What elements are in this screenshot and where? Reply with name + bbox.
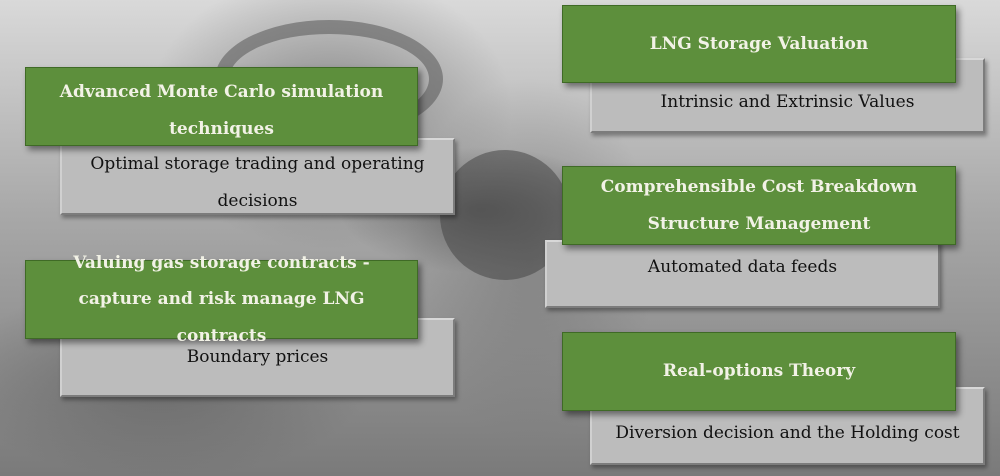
- feature-title-cost-breakdown: Comprehensible Cost Breakdown Structure …: [562, 166, 956, 245]
- feature-title-real-options: Real-options Theory: [562, 332, 956, 411]
- feature-title-monte-carlo: Advanced Monte Carlo simulation techniqu…: [25, 67, 418, 146]
- feature-detail-monte-carlo: Optimal storage trading and operating de…: [60, 138, 455, 215]
- feature-detail-cost-breakdown: Automated data feeds: [545, 240, 940, 308]
- feature-title-lng-storage-valuation: LNG Storage Valuation: [562, 5, 956, 83]
- feature-title-gas-storage-contracts: Valuing gas storage contracts - capture …: [25, 253, 418, 346]
